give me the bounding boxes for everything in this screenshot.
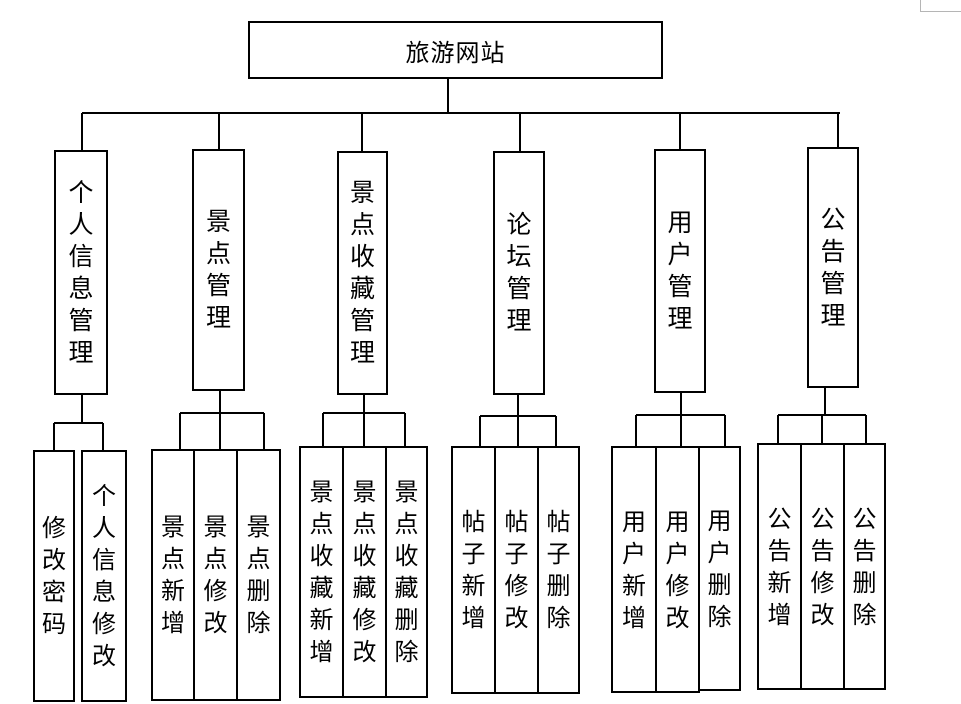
module-personal-info: 个人信息管理	[54, 150, 108, 395]
leaf-label: 景点修改	[203, 513, 228, 637]
leaf-node: 景点收藏删除	[385, 446, 428, 698]
leaf-label: 公告修改	[810, 504, 835, 629]
leaf-node: 景点新增	[151, 449, 195, 701]
leaf-node: 帖子修改	[494, 446, 539, 694]
leaf-node: 景点删除	[236, 449, 281, 701]
module-spot-favorites: 景点收藏管理	[337, 151, 388, 395]
module-label: 公告管理	[820, 204, 846, 330]
leaf-label: 用户修改	[665, 507, 690, 632]
leaf-node: 公告修改	[800, 443, 845, 690]
module-scenic-spots: 景点管理	[192, 149, 245, 391]
leaf-node: 公告新增	[757, 443, 802, 690]
root-label: 旅游网站	[405, 38, 506, 67]
module-forum: 论坛管理	[493, 151, 545, 395]
leaf-node: 景点收藏修改	[342, 446, 387, 698]
leaf-label: 公告删除	[852, 504, 877, 629]
leaf-label: 个人信息修改	[92, 482, 116, 670]
leaf-label: 用户删除	[707, 506, 732, 631]
module-label: 个人信息管理	[68, 177, 94, 367]
leaf-label: 景点收藏删除	[394, 478, 419, 666]
leaf-node: 帖子新增	[451, 446, 496, 694]
leaf-node: 修改密码	[33, 450, 75, 702]
leaf-node: 景点收藏新增	[299, 446, 344, 698]
leaf-node: 用户新增	[611, 446, 657, 693]
leaf-label: 景点删除	[246, 513, 271, 637]
module-label: 论坛管理	[506, 210, 532, 335]
module-label: 景点收藏管理	[350, 178, 376, 367]
module-announcements: 公告管理	[807, 147, 859, 388]
leaf-label: 景点收藏修改	[352, 478, 377, 666]
module-label: 景点管理	[206, 207, 232, 332]
root-node: 旅游网站	[248, 21, 663, 79]
leaf-node: 用户删除	[698, 446, 741, 691]
leaf-label: 景点收藏新增	[309, 478, 334, 666]
leaf-label: 帖子新增	[461, 508, 486, 632]
leaf-node: 用户修改	[655, 446, 700, 693]
leaf-label: 修改密码	[42, 514, 66, 638]
leaf-label: 公告新增	[767, 504, 792, 629]
module-label: 用户管理	[667, 208, 693, 333]
leaf-label: 帖子删除	[546, 508, 571, 632]
page-corner-mark	[920, 0, 961, 12]
leaf-node: 公告删除	[843, 443, 886, 690]
leaf-node: 个人信息修改	[81, 450, 127, 702]
leaf-label: 用户新增	[622, 507, 646, 632]
leaf-label: 帖子修改	[504, 508, 529, 632]
leaf-node: 景点修改	[193, 449, 238, 701]
leaf-label: 景点新增	[161, 513, 185, 637]
leaf-node: 帖子删除	[537, 446, 580, 694]
module-users: 用户管理	[654, 149, 706, 393]
